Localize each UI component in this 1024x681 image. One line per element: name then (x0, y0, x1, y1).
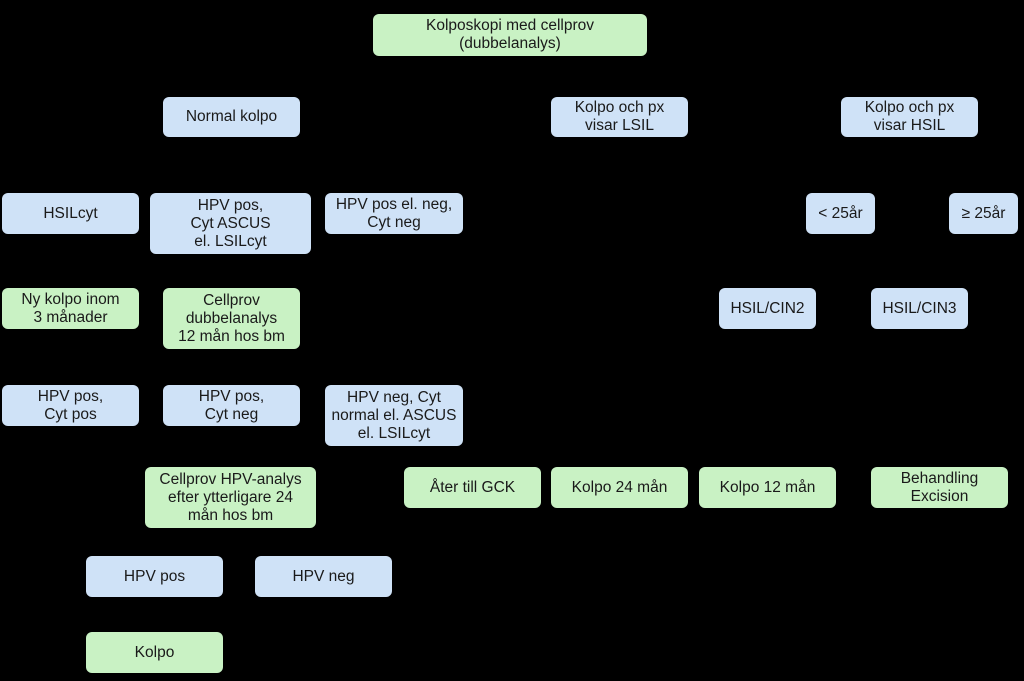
node-hsil-cin3: HSIL/CIN3 (871, 288, 968, 329)
node-hpv-pos-cyt-ascus: HPV pos, Cyt ASCUS el. LSILcyt (150, 193, 311, 254)
node-hpv-pos-cyt-neg: HPV pos, Cyt neg (163, 385, 300, 426)
node-ater-till-gck: Åter till GCK (404, 467, 541, 508)
node-behandling-excision: Behandling Excision (871, 467, 1008, 508)
connector-root-to-normal (231, 55, 374, 98)
node-25-and-over: ≥ 25år (949, 193, 1018, 234)
node-ny-kolpo-3-manader: Ny kolpo inom 3 månader (2, 288, 139, 329)
node-cellprov-dubbelanalys-12: Cellprov dubbelanalys 12 mån hos bm (163, 288, 300, 349)
node-hsil-cin2: HSIL/CIN2 (719, 288, 816, 329)
node-hsilcyt: HSILcyt (2, 193, 139, 234)
node-hpv-pos: HPV pos (86, 556, 223, 597)
node-kolpo: Kolpo (86, 632, 223, 673)
node-kolpo-24-man: Kolpo 24 mån (551, 467, 688, 508)
node-kolpo-px-hsil: Kolpo och px visar HSIL (841, 97, 978, 137)
node-hpv-neg: HPV neg (255, 556, 392, 597)
node-normal-kolpo: Normal kolpo (163, 97, 300, 137)
node-hpv-pos-cyt-pos: HPV pos, Cyt pos (2, 385, 139, 426)
node-hpv-neg-cyt-normal: HPV neg, Cyt normal el. ASCUS el. LSILcy… (325, 385, 463, 446)
node-kolpo-12-man: Kolpo 12 mån (699, 467, 836, 508)
node-under-25: < 25år (806, 193, 875, 234)
node-kolpo-px-lsil: Kolpo och px visar LSIL (551, 97, 688, 137)
node-hpv-pos-neg-cyt-neg: HPV pos el. neg, Cyt neg (325, 193, 463, 234)
node-kolposkopi-med-cellprov: Kolposkopi med cellprov (dubbelanalys) (373, 14, 647, 56)
node-cellprov-hpv-analys-24: Cellprov HPV-analys efter ytterligare 24… (145, 467, 316, 528)
